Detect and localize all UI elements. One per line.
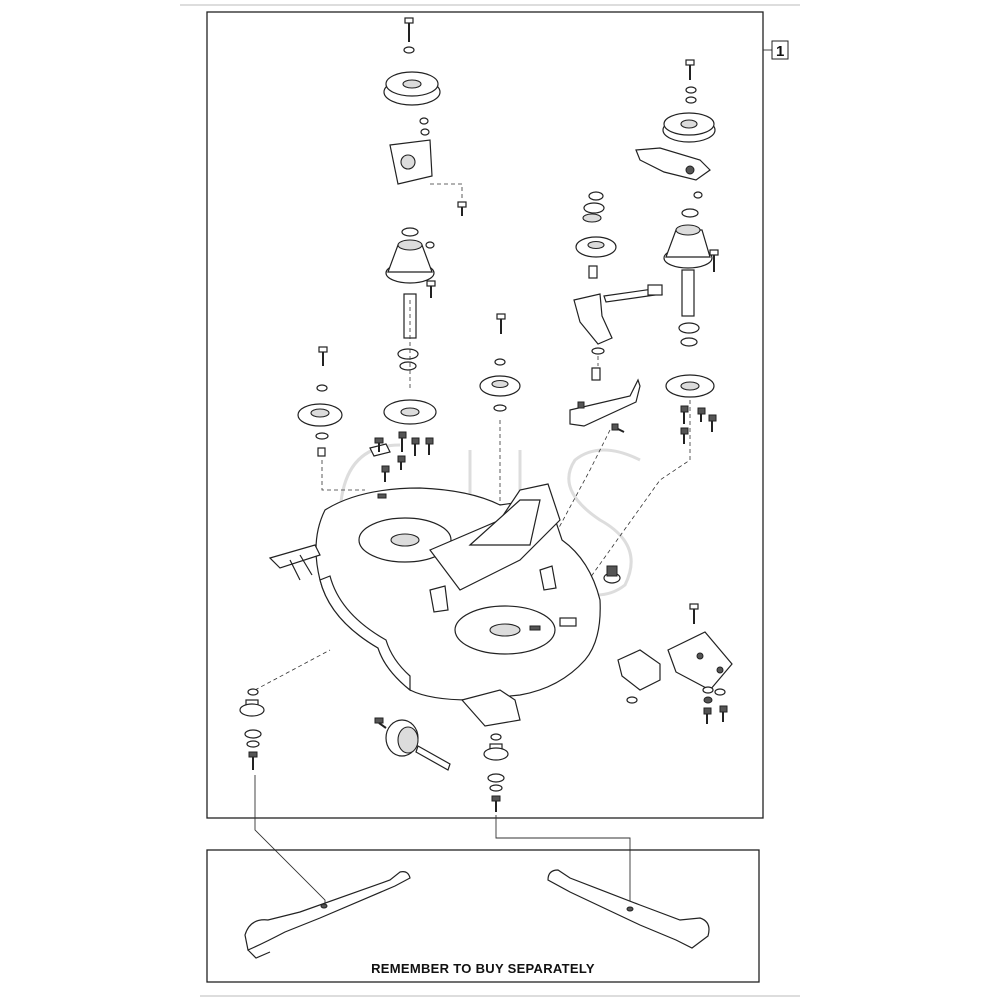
bolt-icon	[689, 603, 699, 624]
washer-icon	[583, 202, 605, 214]
bolt-icon	[374, 437, 384, 452]
left-blade-icon[interactable]	[244, 871, 411, 959]
anti-scalp-roller-assembly[interactable]	[374, 717, 451, 771]
bolt-icon	[426, 280, 436, 298]
pivot-pin-icon	[591, 367, 601, 381]
bushing-icon	[582, 213, 602, 223]
idler-pulley-icon	[479, 375, 521, 397]
bolt-icon	[680, 427, 689, 444]
bearing-icon	[681, 208, 699, 218]
washer-icon	[685, 96, 697, 104]
buy-separately-note: REMEMBER TO BUY SEPARATELY	[371, 961, 595, 976]
bolt-icon	[411, 437, 420, 456]
spindle-housing-icon	[385, 239, 435, 284]
tensioner-pulley-icon	[575, 236, 617, 258]
key-icon	[247, 688, 259, 696]
left-blade-leader	[254, 775, 326, 905]
bolt-icon	[425, 437, 434, 455]
bearing-icon	[401, 227, 419, 237]
washer-icon	[316, 384, 328, 392]
bolt-icon	[381, 465, 390, 482]
pulley-icon	[383, 71, 441, 106]
mower-deck[interactable]	[268, 483, 601, 727]
washer-icon	[403, 46, 415, 54]
spindle-housing-icon	[663, 224, 713, 269]
rear-bracket	[460, 689, 521, 727]
bolt-icon	[397, 455, 406, 470]
washer-icon	[494, 358, 506, 366]
deck-knob-icon[interactable]	[603, 565, 621, 584]
washer-icon	[685, 86, 697, 94]
front-bracket-left	[268, 544, 321, 569]
bolt-icon	[496, 313, 506, 334]
bolt-icon	[697, 407, 706, 422]
left-blade-fastener[interactable]	[239, 649, 331, 770]
washer-icon	[425, 241, 435, 249]
left-idler-assembly[interactable]	[297, 346, 365, 491]
bolt-icon	[680, 405, 689, 424]
screw-icon	[457, 201, 467, 216]
key-icon	[693, 191, 703, 199]
callout-1[interactable]: 1	[763, 40, 789, 60]
roller-axle-icon	[415, 745, 451, 771]
left-spindle-assembly[interactable]	[383, 17, 467, 470]
blade-bolt-icon	[248, 751, 258, 770]
idler-pulley-icon	[297, 403, 343, 427]
bearing-icon	[678, 322, 700, 334]
washer-icon	[315, 432, 329, 440]
bolt-icon	[685, 59, 695, 80]
washer-icon	[246, 740, 260, 748]
belt-guard-icon	[569, 378, 641, 427]
bolt-icon	[708, 414, 717, 432]
tensioner-arm-icon	[573, 293, 613, 345]
bolt-icon	[318, 346, 328, 366]
right-blade-icon[interactable]	[547, 869, 710, 949]
blade-boss-icon	[483, 743, 509, 761]
washer-icon	[680, 337, 698, 347]
blade-bolt-icon	[491, 795, 501, 812]
nut-icon	[588, 191, 604, 201]
right-blade-leader	[495, 815, 631, 905]
washer-icon	[420, 128, 430, 136]
washer-icon	[399, 361, 417, 371]
bolt-icon	[398, 431, 407, 452]
washer-icon	[419, 117, 429, 125]
washer-icon	[591, 347, 605, 355]
washer-icon	[489, 784, 503, 792]
pulley-icon	[662, 112, 716, 143]
callout-number: 1	[776, 43, 784, 60]
blade-adapter-icon	[665, 374, 715, 398]
bolt-icon	[404, 17, 414, 42]
blades-box-frame	[206, 849, 760, 983]
cover-fastener-set[interactable]	[369, 437, 391, 482]
blade-boss-icon	[239, 699, 265, 717]
washer-icon	[493, 404, 507, 412]
spacer-icon	[317, 447, 326, 457]
washer-icon	[244, 729, 262, 739]
main-assembly-frame	[206, 11, 764, 819]
spacer-icon	[588, 265, 598, 279]
bolt-icon	[611, 423, 625, 433]
right-blade-fastener[interactable]	[483, 733, 509, 812]
bolt-icon	[719, 705, 728, 722]
bearing-icon	[397, 348, 419, 360]
idler-bracket-icon	[635, 147, 711, 181]
bolt-icon	[703, 707, 712, 724]
tensioner-assembly[interactable]	[519, 191, 663, 601]
right-spindle-assembly[interactable]	[559, 59, 719, 621]
washer-icon	[487, 773, 505, 783]
center-idler-assembly[interactable]	[479, 313, 521, 510]
bolt-icon	[374, 717, 387, 729]
adjuster-bracket-icon	[617, 649, 661, 691]
adjuster-plate-icon	[667, 631, 733, 691]
tension-rod-icon	[603, 284, 663, 303]
bolt-icon	[709, 249, 719, 272]
key-icon	[490, 733, 502, 741]
height-adjuster-assembly[interactable]	[617, 603, 733, 724]
spindle-shaft-icon	[681, 269, 695, 317]
blade-adapter-icon	[383, 399, 437, 425]
